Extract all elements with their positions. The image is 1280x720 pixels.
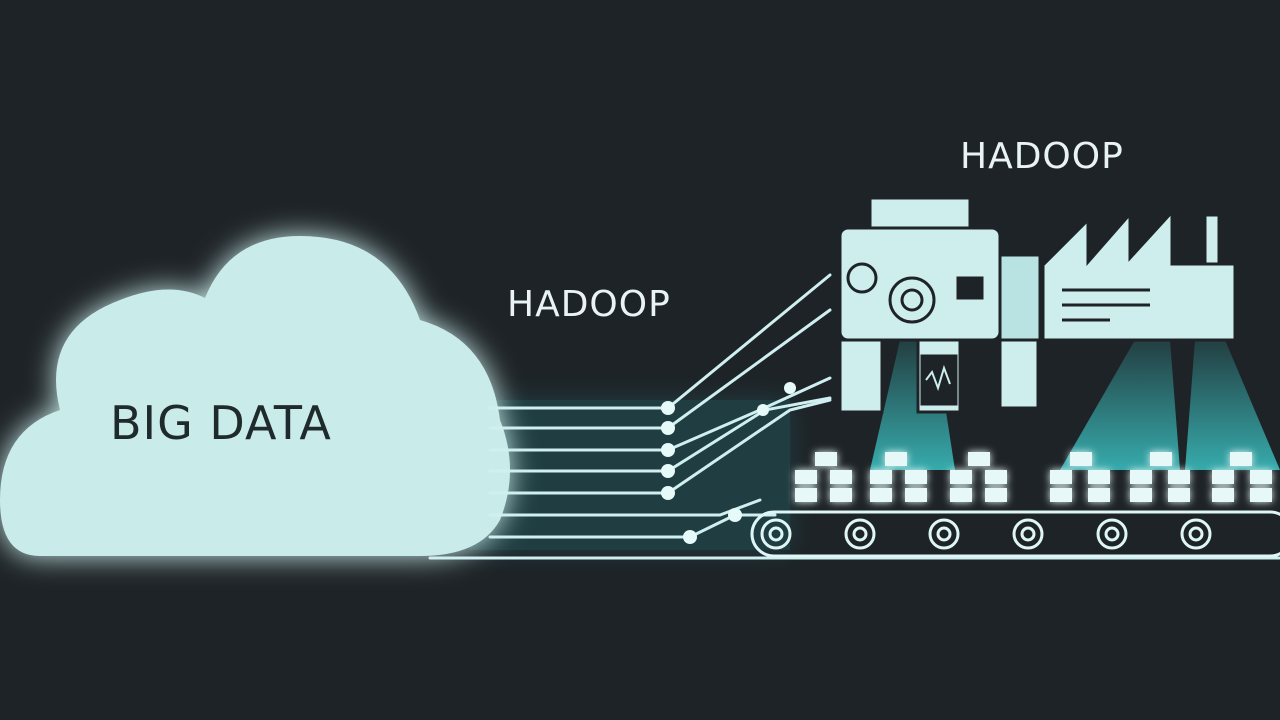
data-block-icon	[1130, 488, 1152, 502]
data-node	[661, 464, 675, 478]
data-block-icon	[905, 488, 927, 502]
data-block-icon	[795, 470, 817, 484]
pipeline-label: HADOOP	[507, 284, 671, 325]
data-block-icon	[985, 470, 1007, 484]
data-line	[488, 396, 832, 473]
data-block-icon	[1088, 470, 1110, 484]
data-node	[661, 443, 675, 457]
cloud-icon	[0, 236, 510, 556]
data-line	[488, 376, 832, 452]
data-block-icon	[830, 488, 852, 502]
data-node	[661, 421, 675, 435]
data-block-icon	[870, 488, 892, 502]
data-block-icon	[950, 470, 972, 484]
data-block-icon	[815, 452, 837, 466]
data-block-icon	[1212, 488, 1234, 502]
data-block-icon	[1230, 452, 1252, 466]
gear-icon	[846, 262, 936, 324]
data-node	[757, 404, 769, 416]
data-block-icon	[1050, 470, 1072, 484]
factory-label: HADOOP	[960, 136, 1124, 177]
data-block-icon	[1130, 470, 1152, 484]
data-line	[488, 513, 777, 539]
data-node	[683, 530, 697, 544]
data-line	[488, 398, 832, 495]
data-block-icon	[968, 452, 990, 466]
data-block-icon	[985, 488, 1007, 502]
data-block-icon	[1250, 470, 1272, 484]
data-block-icon	[1168, 488, 1190, 502]
data-block-icon	[1212, 470, 1234, 484]
data-node	[661, 401, 675, 415]
data-blocks	[795, 452, 1272, 502]
data-block-icon	[1070, 452, 1092, 466]
conveyor-belt-icon	[750, 510, 1280, 558]
data-block-icon	[795, 488, 817, 502]
data-block-icon	[1050, 488, 1072, 502]
data-block-icon	[1150, 452, 1172, 466]
data-block-icon	[870, 470, 892, 484]
data-node	[728, 508, 742, 522]
data-block-icon	[830, 470, 852, 484]
data-node	[661, 486, 675, 500]
data-block-icon	[885, 452, 907, 466]
factory-icon	[838, 196, 1237, 414]
data-line	[488, 498, 762, 517]
data-stream-haze	[470, 400, 790, 550]
data-nodes	[661, 382, 796, 544]
data-block-icon	[950, 488, 972, 502]
conveyor-rollers	[760, 518, 1212, 550]
data-node	[784, 382, 796, 394]
cloud-label: BIG DATA	[110, 396, 332, 450]
data-block-icon	[1168, 470, 1190, 484]
data-block-icon	[1250, 488, 1272, 502]
data-block-icon	[1088, 488, 1110, 502]
data-block-icon	[905, 470, 927, 484]
